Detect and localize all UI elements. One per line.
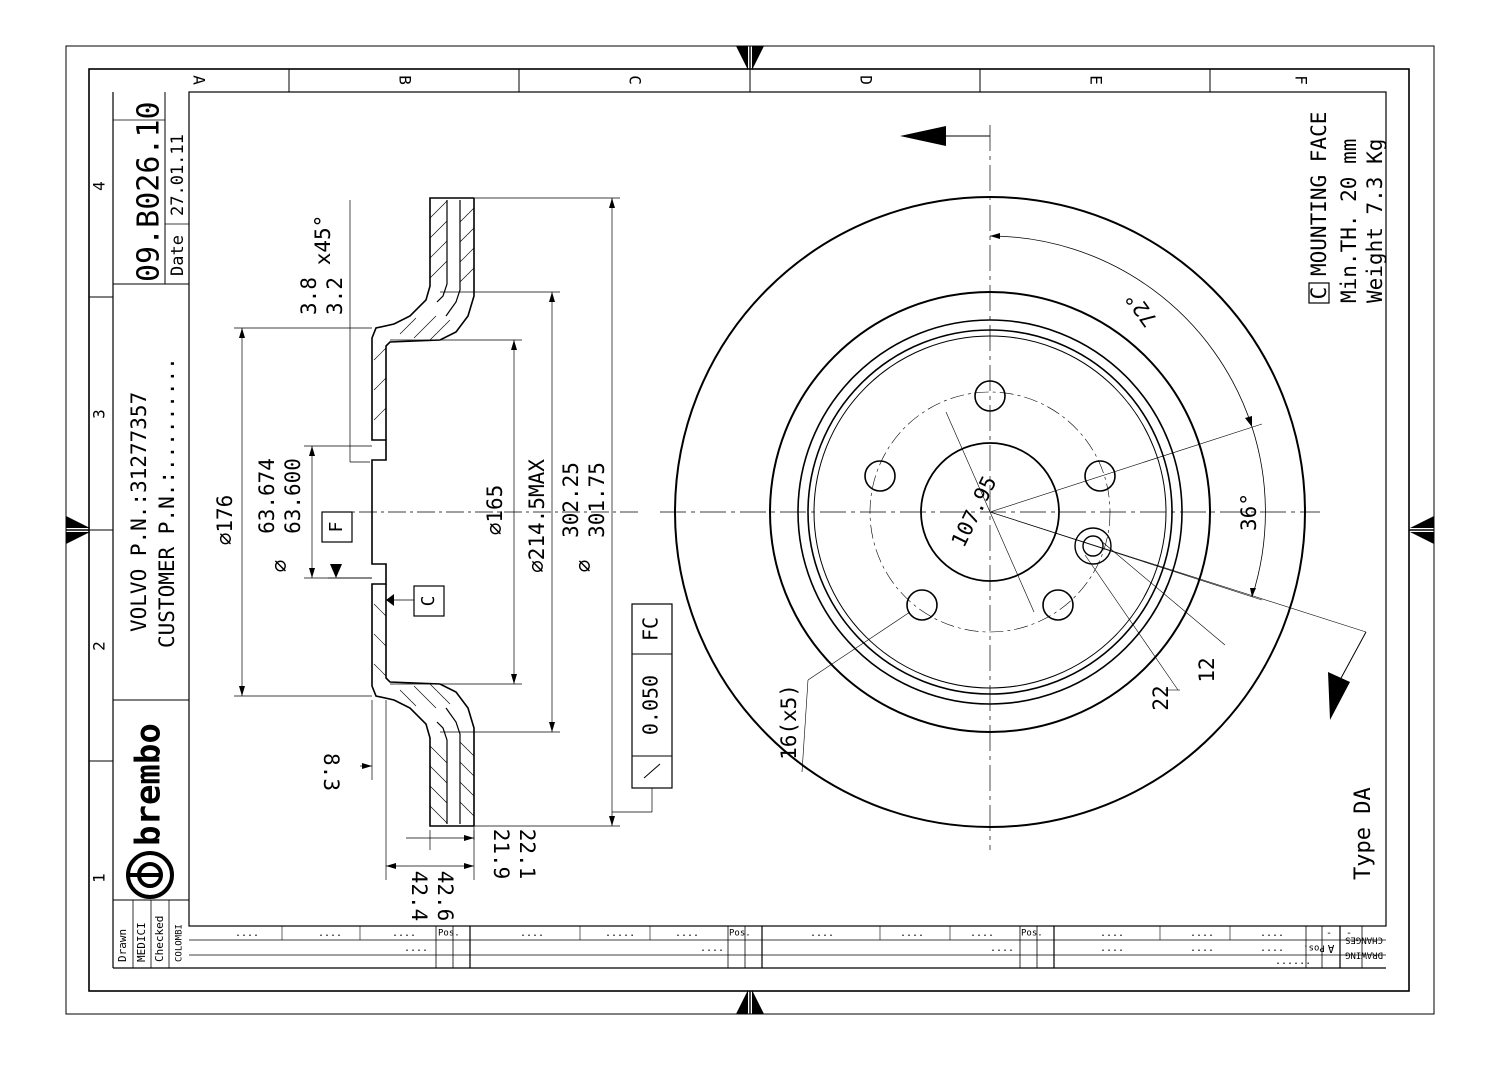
dim-angle-36: 36° <box>1237 493 1261 531</box>
dim-chamfer-2: 3.2 <box>323 277 347 315</box>
mounting-face-note: MOUNTING FACE <box>1307 112 1331 276</box>
date-label: Date <box>168 235 188 276</box>
sheet-frame <box>65 45 1435 1015</box>
rev-cell: .... <box>1190 928 1214 939</box>
rev-cell: .... <box>404 943 428 954</box>
rev-cell: .... <box>1190 943 1214 954</box>
dim-pcd: 107.95 <box>947 472 1002 551</box>
grid-row-4: 4 <box>90 181 109 191</box>
rev-letter: A <box>1327 942 1334 955</box>
checked-label: Checked <box>153 916 166 962</box>
dim-height-min: 42.4 <box>407 871 431 922</box>
rev-cell: .... <box>1100 928 1124 939</box>
weight-note: Weight 7.3 Kg <box>1363 139 1387 303</box>
rev-pos-label: Pos. <box>1303 943 1325 953</box>
rev-cell: .... <box>990 943 1014 954</box>
grid-labels: A B C D E F 1 2 3 4 <box>90 75 1311 883</box>
dim-hole-12: 12 <box>1195 657 1219 682</box>
drawing-label: DRAWING <box>1345 950 1383 960</box>
dim-angle-72: 72° <box>1120 286 1162 331</box>
rev-pos-label: Pos. <box>438 929 460 939</box>
revision-table: .... .... .... .... Pos. .... ..... ....… <box>189 926 1386 969</box>
bolt-holes <box>864 380 1116 621</box>
drawn-label: Drawn <box>116 929 129 962</box>
grid-col-e: E <box>1087 75 1106 85</box>
dim-th-min: 21.9 <box>489 829 513 880</box>
rev-cell: ...... <box>1275 956 1311 967</box>
brembo-logo: brembo <box>126 723 174 899</box>
part-number: 09.B026.10 <box>132 101 167 282</box>
rev-cell: .... <box>810 928 834 939</box>
dim-od-sym: ⌀ <box>572 560 596 573</box>
rev-cell: .... <box>700 943 724 954</box>
datum-c: C <box>418 596 439 607</box>
grid-row-1: 1 <box>90 873 109 883</box>
dim-d176: ⌀176 <box>213 495 237 546</box>
rev-pos-label: Pos. <box>1021 929 1043 939</box>
oem-part-number: VOLVO P.N.:31277357 <box>127 392 151 632</box>
dim-d214: ⌀214.5MAX <box>525 459 549 573</box>
drawing-notes: C MOUNTING FACE Min.TH. 20 mm Weight 7.3… <box>1307 112 1387 880</box>
dim-pilot-max: 63.674 <box>255 458 279 534</box>
revision-mark: - <box>140 101 159 111</box>
tolerance-ref: FC <box>639 617 663 641</box>
dim-holes-count: 16(x5) <box>777 684 801 760</box>
grid-col-d: D <box>857 75 876 85</box>
section-view: F C FC 0.050 3.8 3.2 x45° ⌀176 63.674 63… <box>213 197 673 922</box>
dim-pilot-min: 63.600 <box>281 458 305 534</box>
rev-cell: ..... <box>605 928 635 939</box>
rev-cell: .... <box>1260 943 1284 954</box>
dim-chamfer-1: 3.8 <box>297 277 321 315</box>
rev-cell: .... <box>970 928 994 939</box>
dim-od-min: 301.75 <box>585 462 609 538</box>
dim-chamfer-angle: x45° <box>311 215 335 266</box>
grid-col-b: B <box>396 75 415 85</box>
grid-row-2: 2 <box>90 641 109 651</box>
min-thickness-note: Min.TH. 20 mm <box>1337 139 1361 303</box>
rev-cell: .... <box>900 928 924 939</box>
dim-d165: ⌀165 <box>483 485 507 536</box>
checked-by: COLOMBI <box>175 924 185 962</box>
title-block: 09.B026.10 - Date 27.01.11 VOLVO P.N.:31… <box>112 92 189 969</box>
rev-cell: .... <box>392 928 416 939</box>
tolerance-value: 0.050 <box>639 675 663 735</box>
date-value: 27.01.11 <box>168 134 188 216</box>
dim-height-max: 42.6 <box>433 871 457 922</box>
rev-cell: .... <box>520 928 544 939</box>
dim-hole-22: 22 <box>1149 685 1173 710</box>
rev-cell: .... <box>318 928 342 939</box>
face-view: 72° 36° 107.95 22 12 16(x5) <box>660 125 1367 850</box>
drawn-by: MEDICI <box>135 922 148 962</box>
dim-od-max: 302.25 <box>559 462 583 538</box>
rev-cell: .... <box>675 928 699 939</box>
rev-dash: - <box>1346 928 1352 939</box>
dim-hat-depth: 8.3 <box>319 753 343 791</box>
rev-cell: .... <box>235 928 259 939</box>
changes-label: CHANGES <box>1345 935 1383 945</box>
rev-pos-label: Pos. <box>729 929 751 939</box>
customer-part-number: CUSTOMER P.N.:......... <box>155 357 179 648</box>
type-note: Type DA <box>1351 787 1376 880</box>
mounting-face-datum: C <box>1307 287 1331 300</box>
rev-cell: .... <box>1260 928 1284 939</box>
dim-th-max: 22.1 <box>515 829 539 880</box>
datum-f: F <box>326 522 347 533</box>
brembo-wordmark: brembo <box>129 723 169 846</box>
runout-symbol <box>643 763 661 779</box>
dim-pilot-sym: ⌀ <box>268 560 292 573</box>
grid-col-c: C <box>626 75 645 85</box>
grid-col-a: A <box>190 75 209 85</box>
grid-row-3: 3 <box>90 409 109 419</box>
rev-cell: .... <box>1100 943 1124 954</box>
grid-col-f: F <box>1292 75 1311 85</box>
rev-dash: - <box>1326 928 1332 939</box>
